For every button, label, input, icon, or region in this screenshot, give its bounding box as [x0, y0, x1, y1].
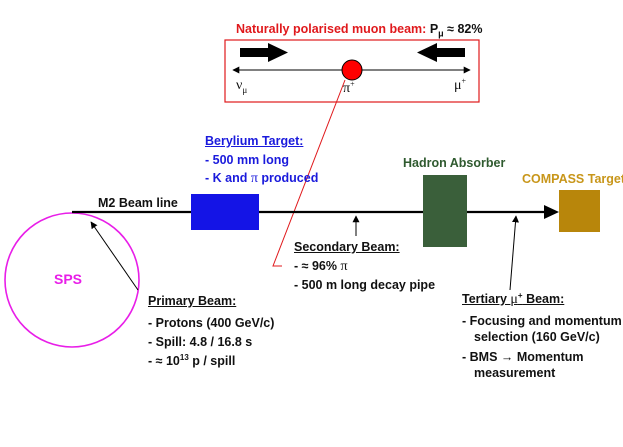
beamline-label: M2 Beam line — [98, 196, 178, 210]
sps-label: SPS — [54, 271, 83, 287]
compass-target — [559, 190, 600, 232]
berylium-title: Berylium Target: — [205, 134, 304, 148]
tertiary-title-prefix: Tertiary — [462, 292, 511, 306]
muon-symbol: μ — [454, 78, 462, 93]
tertiary-line-3: - BMS → Momentum — [462, 350, 584, 364]
primary-line-2: - Spill: 4.8 / 16.8 s — [148, 335, 253, 349]
pion-symbol: π — [343, 81, 351, 96]
tertiary-line-3-suffix: Momentum — [513, 350, 584, 364]
tertiary-line-1: - Focusing and momentum — [462, 314, 622, 328]
beam-arrowhead-icon — [544, 205, 559, 219]
secondary-line-1-prefix: - ≈ 96% — [294, 259, 341, 273]
inset-left-arrow-icon — [417, 43, 465, 62]
secondary-line-1: - ≈ 96% π — [294, 259, 348, 274]
polarisation-subscript: μ — [438, 28, 444, 39]
primary-line-3-prefix: - ≈ 10 — [148, 354, 180, 368]
secondary-title: Secondary Beam: — [294, 240, 400, 254]
neutrino-subscript: μ — [242, 84, 248, 95]
berylium-line-1: - 500 mm long — [205, 153, 290, 167]
berylium-pi-symbol: π — [250, 171, 258, 186]
primary-line-3: - ≈ 1013 p / spill — [148, 352, 236, 368]
muon-label: μ+ — [454, 76, 467, 93]
tertiary-line-4: measurement — [474, 366, 556, 380]
primary-line-3-suffix: p / spill — [188, 354, 236, 368]
primary-exponent: 13 — [179, 352, 189, 362]
polarisation-symbol: P — [429, 22, 439, 36]
right-arrow-icon: → — [500, 350, 514, 364]
berylium-line-2: - K and π produced — [205, 171, 318, 186]
neutrino-symbol: ν — [236, 78, 243, 93]
tertiary-line-3-prefix: - BMS — [462, 350, 501, 364]
tertiary-title: Tertiary μ+ Beam: — [462, 290, 565, 307]
neutrino-label: νμ — [236, 78, 248, 95]
primary-title: Primary Beam: — [148, 294, 237, 308]
pion-pointer-line — [272, 79, 346, 267]
inset-right-arrow-icon — [240, 43, 288, 62]
hadron-label: Hadron Absorber — [403, 156, 506, 170]
tertiary-charge: + — [517, 290, 523, 300]
primary-beam-pointer — [90, 221, 139, 291]
secondary-pi-symbol: π — [340, 259, 348, 274]
tertiary-line-2: selection (160 GeV/c) — [474, 330, 600, 344]
tertiary-mu-symbol: μ — [510, 292, 518, 307]
muon-charge: + — [461, 76, 467, 86]
polarisation-value: ≈ 82% — [443, 22, 483, 36]
inset-title: Naturally polarised muon beam: Pμ ≈ 82% — [236, 22, 483, 39]
berylium-line-2-suffix: produced — [257, 171, 319, 185]
berylium-line-2-prefix: - K and — [205, 171, 251, 185]
inset-title-text: Naturally polarised muon beam: — [236, 22, 427, 36]
pion-icon — [341, 59, 363, 81]
pion-label: π+ — [343, 79, 355, 96]
tertiary-title-suffix: Beam: — [522, 292, 565, 306]
tertiary-beam-pointer — [509, 215, 519, 291]
compass-label: COMPASS Target — [522, 172, 623, 186]
polarisation-label: Pμ ≈ 82% — [429, 22, 483, 39]
hadron-absorber — [423, 175, 467, 247]
pion-charge: + — [350, 79, 355, 89]
secondary-line-2: - 500 m long decay pipe — [294, 278, 436, 292]
berylium-target — [191, 194, 259, 230]
primary-line-1: - Protons (400 GeV/c) — [148, 316, 275, 330]
